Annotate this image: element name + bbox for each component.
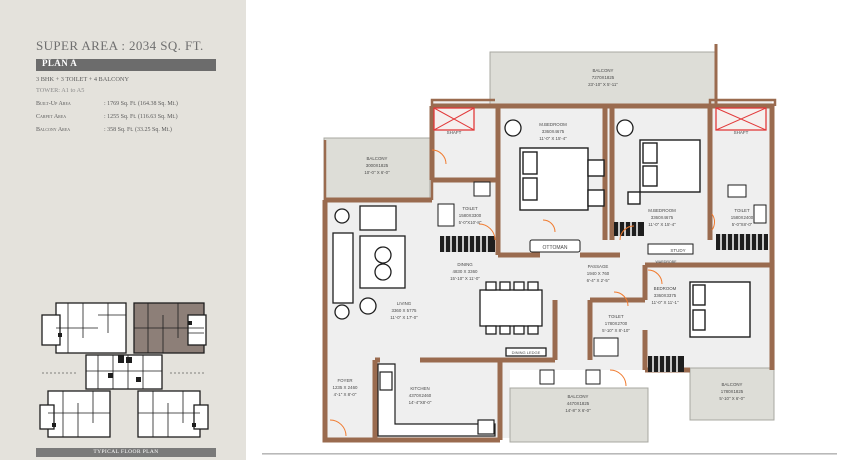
area-row-built-up: Built-Up Area : 1769 Sq. Ft. (164.38 Sq. … [36,101,178,107]
toilet-mid-dim2: 5'-10" X 8'-10" [602,328,630,333]
disclaimer-fine-print [262,453,837,455]
toilet-left-name: TOILET [462,206,478,211]
dining-ledge-label: DINING LEDGE [512,350,541,355]
dining-ledge-box [505,347,547,357]
info-panel: SUPER AREA : 2034 SQ. FT. PLAN A 3 BHK +… [0,0,246,460]
living-chair [359,297,377,315]
ottoman-box [529,239,581,253]
dining-name: DINING [457,262,473,267]
room-labels: BALCONY 7270X1825 23'-10" X 5'-11" BALCO… [333,68,754,413]
toilet-mid-name: TOILET [608,314,624,319]
bedroom-3-dim2: 11'-0" X 11'-1" [651,300,679,305]
shaft-left: SHAFT [433,107,475,135]
configuration-text: 3 BHK + 3 TOILET + 4 BALCONY [36,76,129,83]
balcony-right-dim2: 5'-10" X 6'-0" [719,396,745,401]
bedroom-3-name: BEDROOM [654,286,677,291]
balcony-left [323,137,431,201]
balcony-kitchen-name: BALCONY [568,394,589,399]
living-dim2: 11'-0" X 17'-0" [390,315,418,320]
shaft-left-label: SHAFT [447,130,462,135]
kitchen-dim1: 4370X2460 [409,393,432,398]
wardrobe-hatching [444,222,764,372]
balcony-right-dim1: 1780X1825 [721,389,744,394]
master-bedroom-dim1: 3360X4675 [542,129,565,134]
beds [519,139,751,338]
plan-name: PLAN A [42,58,78,68]
passage-dim1: 1940 X 760 [587,271,610,276]
balcony-right [689,367,775,421]
floor-plan-drawing: SHAFT SHAFT OTTOMAN STUDY [322,44,777,443]
shaft-right-label: SHAFT [734,130,749,135]
typical-floor-key-plan [39,302,209,438]
toilet-left-dim1: 1580X3300 [459,213,482,218]
kitchen-dim2: 14'-4"X8'-0" [409,400,432,405]
ottoman-label: OTTOMAN [543,245,568,251]
bedroom-2-dim1: 3360X4675 [651,215,674,220]
shaft-right: SHAFT [715,107,767,135]
area-row-balcony: Balcony Area : 358 Sq. Ft. (33.25 Sq. Mt.… [36,127,172,133]
dining-dim1: 4830 X 3360 [453,269,478,274]
balconies [323,51,775,443]
passage-dim2: 6'-4" X 2'-5" [587,278,610,283]
balcony-kitchen [509,387,649,443]
master-bedroom-name: M.BEDROOM [539,122,567,127]
balcony-kitchen-dim2: 14'-8" X 6'-0" [565,408,591,413]
area-value: : 358 Sq. Ft. (33.25 Sq. Mt.) [104,127,172,133]
balcony-left-dim1: 3000X1825 [366,163,389,168]
area-value: : 1255 Sq. Ft. (116.63 Sq. Mt.) [104,114,178,120]
balcony-left-dim2: 10'-0" X 6'-0" [364,170,390,175]
bedroom-2-name: M.BEDROOM [648,208,676,213]
kitchen-counter [377,363,496,437]
balcony-top-dim1: 7270X1825 [592,75,615,80]
study-label: STUDY [670,248,685,253]
living-furniture [332,205,547,357]
toilet-right-dim1: 1580X2400 [731,215,754,220]
tower-text: TOWER: A1 to A5 [36,87,85,94]
dining-dim2: 15'-10" X 11'-0" [450,276,480,281]
lounge-chairs [359,119,634,315]
key-plan-caption: TYPICAL FLOOR PLAN [36,448,216,457]
balcony-right-name: BALCONY [722,382,743,387]
balcony-left-name: BALCONY [367,156,388,161]
area-label: Balcony Area [36,127,71,133]
balcony-top-name: BALCONY [593,68,614,73]
plan-name-bar: PLAN A [36,58,216,71]
toilet-right-dim2: 5'-0"X8'-0" [732,222,753,227]
toilet-left-dim2: 5'-0"X10'-8" [459,220,482,225]
area-value: : 1769 Sq. Ft. (164.38 Sq. Mt.) [104,101,178,107]
doors [329,149,716,437]
bedroom-3-dim1: 3360X3375 [654,293,677,298]
toilet-right-name: TOILET [734,208,750,213]
foyer-dim2: 4'-1" X 8'-0" [334,392,357,397]
area-row-carpet: Carpet Area : 1255 Sq. Ft. (116.63 Sq. Mt… [36,114,178,120]
bedroom-2-dim2: 11'-0" X 15'-4" [648,222,676,227]
console-table [359,205,397,231]
kitchen-name: KITCHEN [410,386,429,391]
dining-table [479,289,543,327]
foyer-dim1: 1235 X 2460 [333,385,358,390]
wardrobe-label: WARDROBE [655,260,677,264]
dining-fill [432,250,672,370]
side-sofa [332,232,354,304]
toilet-mid-dim1: 1780X2700 [605,321,628,326]
balcony-kitchen-dim1: 4470X1825 [567,401,590,406]
living-dim1: 3360 X 5775 [392,308,417,313]
living-name: LIVING [397,301,412,306]
balcony-top-dim2: 23'-10" X 5'-11" [588,82,618,87]
passage-name: PASSAGE [588,264,609,269]
area-label: Built-Up Area [36,101,71,107]
area-label: Carpet Area [36,114,67,120]
super-area-title: SUPER AREA : 2034 SQ. FT. [36,38,204,53]
toilet-fixtures [437,181,767,385]
master-bedroom-dim2: 11'-0" X 15'-4" [539,136,567,141]
foyer-name: FOYER [337,378,352,383]
